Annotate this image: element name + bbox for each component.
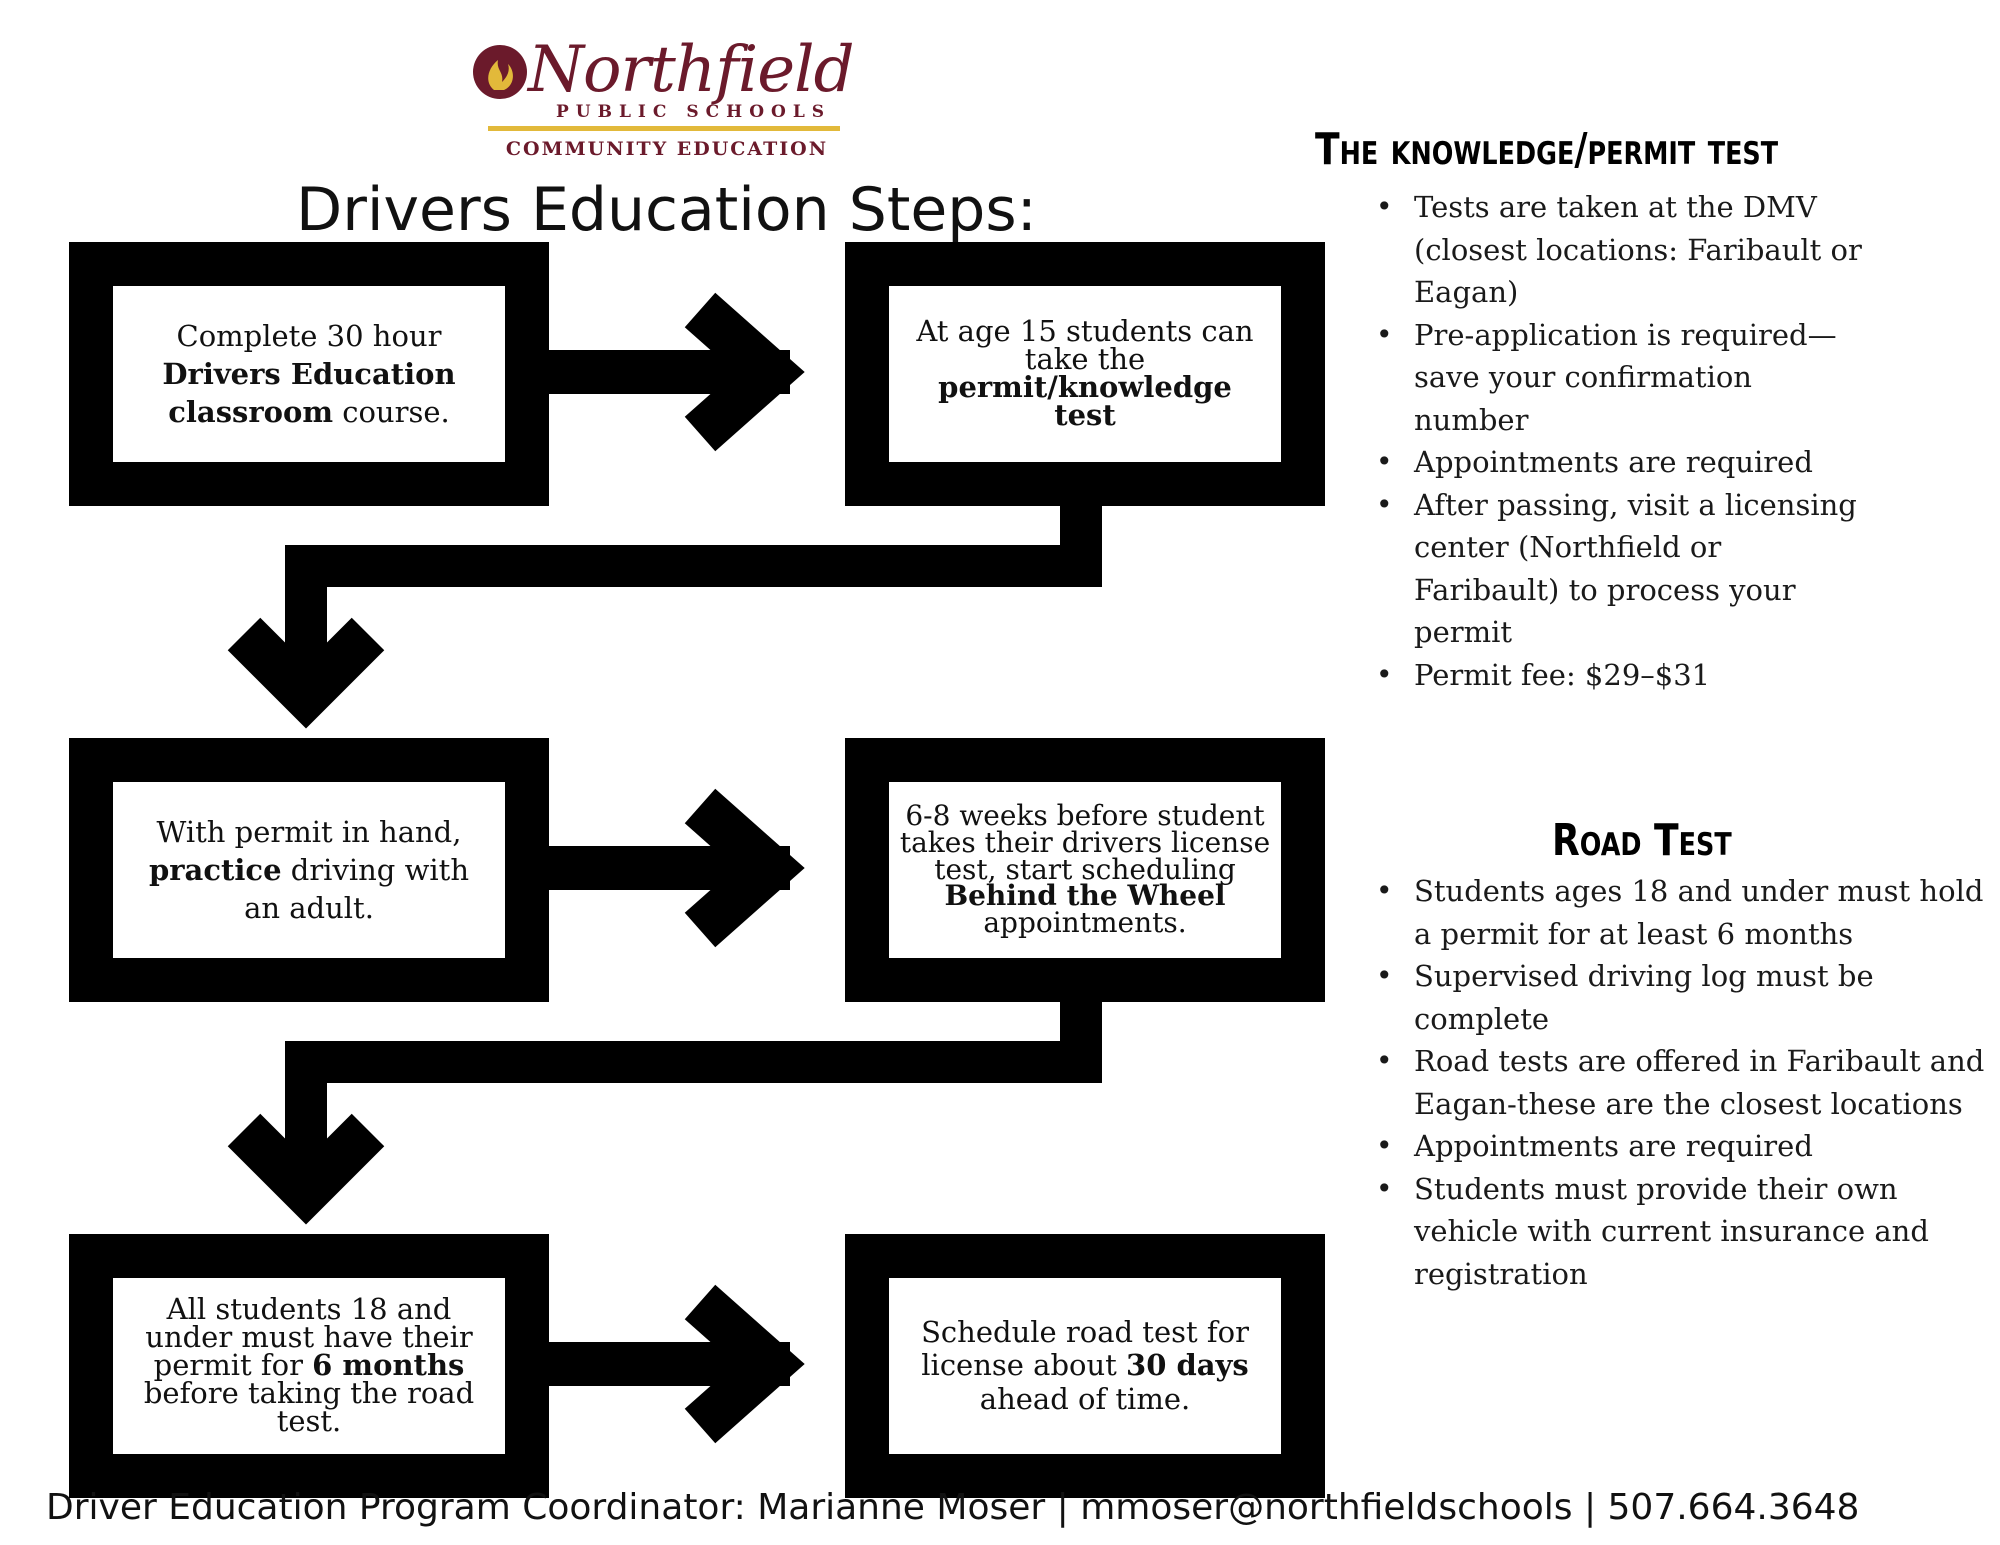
knowledge-test-section: The knowledge/permit test [1315,124,1880,175]
knowledge-test-list: Tests are taken at the DMV (closest loca… [1374,186,1874,696]
step-5-box: All students 18 and under must have thei… [69,1234,549,1498]
list-item: Permit fee: $29–$31 [1374,654,1874,697]
step-3-text: With permit in hand, practice driving wi… [149,814,469,926]
hand-flame-icon [473,45,527,99]
list-item: Students must provide their own vehicle … [1374,1168,1974,1296]
list-item: After passing, visit a licensing center … [1374,484,1874,654]
step-3-box: With permit in hand, practice driving wi… [69,738,549,1002]
northfield-logo: Northfield PUBLIC SCHOOLS COMMUNITY EDUC… [470,38,860,168]
list-item: Supervised driving log must be complete [1374,955,1934,1040]
road-test-list: Students ages 18 and under must hold a p… [1374,870,1994,1295]
step-4-box: 6-8 weeks before student takes their dri… [845,738,1325,1002]
list-item: Tests are taken at the DMV (closest loca… [1374,186,1874,314]
arrow-down-connector-icon [227,996,1102,1225]
step-1-text: Complete 30 hour Drivers Education class… [162,318,456,430]
list-item: Pre-application is required—save your co… [1374,314,1874,442]
step-2-text: At age 15 students can take the permit/k… [916,314,1254,432]
step-4-text: 6-8 weeks before student takes their dri… [899,798,1271,940]
logo-subtitle: PUBLIC SCHOOLS [556,102,832,122]
step-5-text: All students 18 and under must have thei… [143,1292,475,1438]
arrow-right-icon [540,292,805,452]
arrow-right-icon [540,1284,805,1444]
list-item: Students ages 18 and under must hold a p… [1374,870,1994,955]
logo-divider [488,126,840,131]
logo-name: Northfield [528,33,855,107]
knowledge-test-title: The knowledge/permit test [1315,124,1779,175]
list-item: Appointments are required [1374,441,1874,484]
arrow-right-icon [540,788,805,948]
footer-contact: Driver Education Program Coordinator: Ma… [46,1487,1860,1528]
list-item: Appointments are required [1374,1125,1994,1168]
page-title: Drivers Education Steps: [296,175,1037,245]
list-item: Road tests are offered in Faribault and … [1374,1040,1994,1125]
flow-connectors [227,292,1102,1444]
road-test-section: Road Test [1552,815,1771,866]
step-2-box: At age 15 students can take the permit/k… [845,242,1325,506]
road-test-title: Road Test [1552,815,1732,866]
step-1-box: Complete 30 hour Drivers Education class… [69,242,549,506]
logo-division: COMMUNITY EDUCATION [505,138,829,160]
step-6-box: Schedule road test for license about 30 … [845,1234,1325,1498]
arrow-down-connector-icon [227,500,1102,729]
step-6-text: Schedule road test for license about 30 … [921,1315,1249,1416]
